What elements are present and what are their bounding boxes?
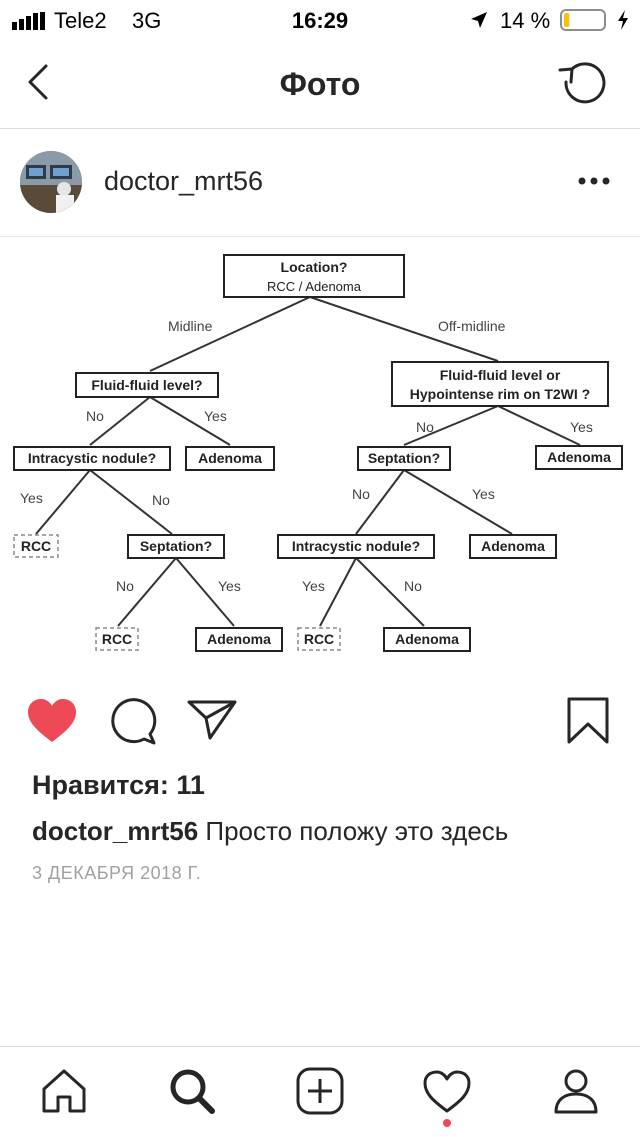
page-title: Фото: [279, 66, 361, 102]
edge-label-no: No: [416, 419, 434, 435]
avatar-image: [20, 151, 82, 213]
node-fluid-fluid-or-hypointense: Fluid-fluid level or Hypointense rim on …: [391, 361, 609, 407]
share-send-icon[interactable]: [186, 698, 238, 742]
svg-text:Fluid-fluid level or: Fluid-fluid level or: [440, 367, 561, 383]
likes-count[interactable]: Нравится: 11: [32, 770, 205, 800]
location-arrow-icon: [471, 12, 487, 28]
node-location-title: Location?: [281, 259, 348, 275]
caption-text: Просто положу это здесь: [205, 816, 509, 846]
save-bookmark-icon[interactable]: [566, 696, 610, 746]
svg-text:Intracystic nodule?: Intracystic nodule?: [28, 450, 156, 466]
like-heart-icon[interactable]: [26, 698, 78, 744]
svg-text:RCC: RCC: [21, 538, 51, 554]
home-icon[interactable]: [40, 1067, 88, 1115]
more-dots-icon[interactable]: [578, 176, 610, 186]
search-icon[interactable]: [168, 1067, 216, 1115]
node-intracystic-nodule-left: Intracystic nodule?: [13, 446, 171, 471]
profile-icon[interactable]: [552, 1067, 600, 1115]
edge-label-no: No: [116, 578, 134, 594]
signal-icon: [12, 12, 45, 30]
svg-text:Adenoma: Adenoma: [198, 450, 262, 466]
activity-notification-dot: [443, 1119, 451, 1127]
caption: doctor_mrt56 Просто положу это здесь: [32, 816, 508, 847]
edge-label-yes: Yes: [218, 578, 241, 594]
node-fluid-fluid-level: Fluid-fluid level?: [75, 372, 219, 398]
svg-text:Hypointense rim on T2WI ?: Hypointense rim on T2WI ?: [410, 386, 590, 402]
chevron-left-icon[interactable]: [22, 62, 52, 102]
edge-label-no: No: [86, 408, 104, 424]
node-location: Location? RCC / Adenoma: [223, 254, 405, 298]
header-divider: [0, 236, 640, 237]
edge-label-no: No: [404, 578, 422, 594]
avatar[interactable]: [20, 151, 82, 213]
node-intracystic-nodule-right: Intracystic nodule?: [277, 534, 435, 559]
caption-username[interactable]: doctor_mrt56: [32, 816, 199, 846]
activity-heart-icon[interactable]: [422, 1069, 472, 1115]
svg-text:Adenoma: Adenoma: [395, 631, 459, 647]
edge-label-midline: Midline: [168, 318, 213, 334]
svg-text:Septation?: Septation?: [140, 538, 212, 554]
node-adenoma-leaf-2: Adenoma: [383, 627, 471, 652]
battery-percent-label: 14 %: [500, 8, 551, 33]
post-image-diagram[interactable]: Midline Off-midline No Yes No Yes Yes No…: [0, 237, 640, 665]
svg-text:RCC: RCC: [102, 631, 132, 647]
add-post-icon[interactable]: [296, 1067, 344, 1115]
diagram-edges: [35, 296, 581, 627]
svg-text:Fluid-fluid level?: Fluid-fluid level?: [91, 377, 202, 393]
node-rcc-level3: RCC: [13, 534, 59, 558]
edge-label-yes: Yes: [20, 490, 43, 506]
svg-text:Intracystic nodule?: Intracystic nodule?: [292, 538, 420, 554]
svg-text:Adenoma: Adenoma: [547, 449, 611, 465]
post-username[interactable]: doctor_mrt56: [104, 166, 264, 196]
nav-bar: Фото: [0, 40, 640, 129]
edge-label-no: No: [352, 486, 370, 502]
battery-icon: [560, 9, 606, 31]
svg-text:Adenoma: Adenoma: [481, 538, 545, 554]
node-adenoma-right: Adenoma: [535, 445, 623, 470]
post-date: 3 ДЕКАБРЯ 2018 Г.: [32, 863, 202, 883]
node-rcc-leaf-1: RCC: [95, 627, 139, 651]
carrier-label: Tele2: [54, 8, 107, 33]
edge-label-no: No: [152, 492, 170, 508]
charging-bolt-icon: [618, 10, 628, 30]
edge-label-yes: Yes: [570, 419, 593, 435]
node-septation-right: Septation?: [357, 446, 451, 471]
svg-text:Adenoma: Adenoma: [207, 631, 271, 647]
node-adenoma-left: Adenoma: [185, 446, 275, 471]
comment-icon[interactable]: [108, 696, 158, 746]
time-label: 16:29: [291, 8, 349, 33]
node-adenoma-level3: Adenoma: [469, 534, 557, 559]
tab-bar: [0, 1046, 640, 1137]
node-septation-left: Septation?: [127, 534, 225, 559]
status-bar: Tele2 3G 16:29 14 %: [0, 0, 640, 40]
edge-label-offmidline: Off-midline: [438, 318, 506, 334]
node-adenoma-leaf-1: Adenoma: [195, 627, 283, 652]
node-location-subtitle: RCC / Adenoma: [267, 279, 362, 294]
edge-label-yes: Yes: [302, 578, 325, 594]
refresh-icon[interactable]: [556, 58, 612, 110]
edge-label-yes: Yes: [472, 486, 495, 502]
node-rcc-leaf-2: RCC: [297, 627, 341, 651]
edge-label-yes: Yes: [204, 408, 227, 424]
network-label: 3G: [132, 8, 162, 33]
svg-text:RCC: RCC: [304, 631, 334, 647]
svg-text:Septation?: Septation?: [368, 450, 440, 466]
